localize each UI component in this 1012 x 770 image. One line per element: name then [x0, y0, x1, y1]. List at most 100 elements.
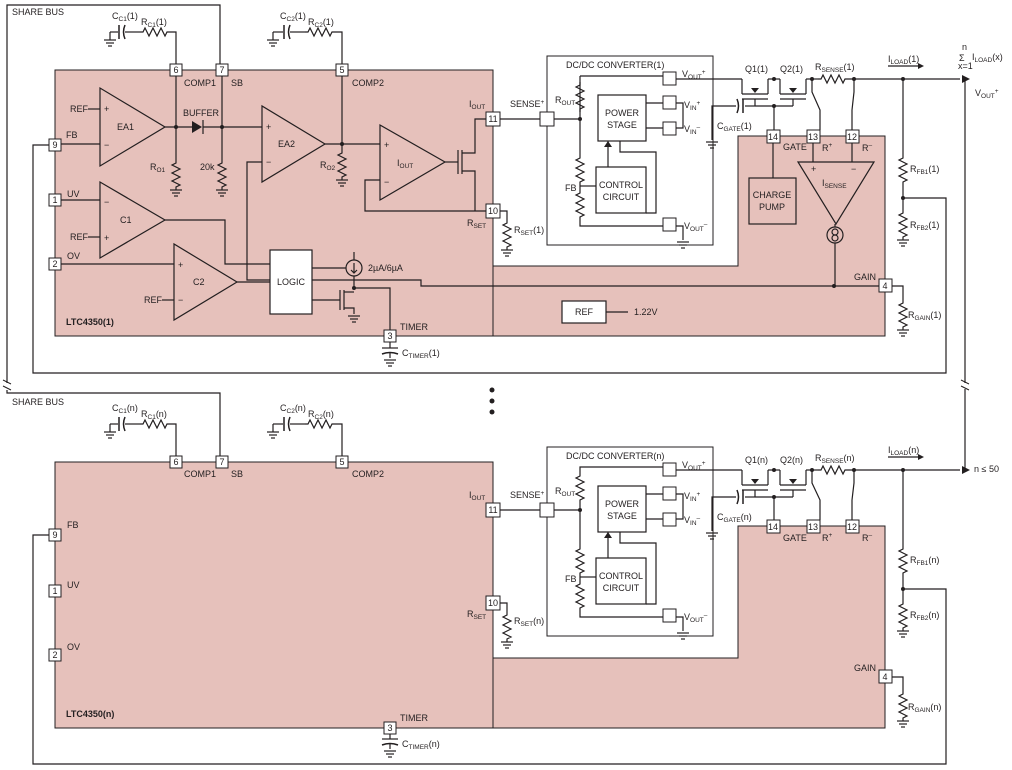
svg-text:SENSE+: SENSE+: [510, 99, 545, 109]
svg-text:SHARE BUS: SHARE BUS: [12, 397, 64, 407]
svg-text:LTC4350(1): LTC4350(1): [66, 317, 114, 327]
cc1-capacitor-bottom: [118, 416, 126, 432]
stage-bottom: SHARE BUS CC1(n) RC1(n) CC2(n) RC2(n) 6 …: [6, 389, 999, 765]
c2-comparator: [173, 242, 239, 322]
svg-text:REF: REF: [144, 295, 163, 305]
svg-text:9: 9: [52, 530, 57, 540]
svg-text:6: 6: [173, 65, 178, 75]
svg-text:FB: FB: [565, 183, 577, 193]
svg-text:1.22V: 1.22V: [634, 307, 658, 317]
svg-text:COMP1: COMP1: [184, 469, 216, 479]
svg-text:Q1(1): Q1(1): [745, 64, 768, 74]
svg-text:VOUT–: VOUT–: [684, 221, 708, 233]
svg-text:+: +: [811, 164, 816, 174]
svg-text:11: 11: [488, 505, 497, 515]
svg-text:CIRCUIT: CIRCUIT: [603, 192, 640, 202]
svg-text:CC2(n): CC2(n): [280, 403, 306, 415]
svg-text:BUFFER: BUFFER: [183, 108, 220, 118]
rc2-resistor: [304, 27, 336, 37]
svg-text:GAIN: GAIN: [854, 272, 876, 282]
svg-text:10: 10: [488, 598, 498, 608]
svg-text:Σ: Σ: [959, 53, 965, 63]
svg-text:POWER: POWER: [605, 499, 640, 509]
svg-text:n ≤ 50: n ≤ 50: [974, 464, 999, 474]
share-bus-label: SHARE BUS: [12, 7, 64, 17]
svg-text:CTIMER(n): CTIMER(n): [402, 739, 440, 751]
svg-text:+: +: [104, 233, 109, 243]
rc2-resistor-bottom: [304, 419, 336, 429]
svg-text:7: 7: [219, 457, 224, 467]
svg-text:FB: FB: [67, 520, 79, 530]
svg-text:RO1: RO1: [150, 162, 166, 174]
rfb2-resistor-top: [898, 209, 908, 241]
svg-text:IOUT: IOUT: [397, 158, 413, 170]
dcdc-converter-bottom: [546, 446, 714, 637]
svg-text:5: 5: [339, 457, 344, 467]
svg-text:POWER: POWER: [605, 108, 640, 118]
svg-text:UV: UV: [67, 189, 80, 199]
svg-text:CTIMER(1): CTIMER(1): [402, 348, 440, 360]
svg-text:5: 5: [339, 65, 344, 75]
svg-text:CGATE(1): CGATE(1): [717, 121, 752, 133]
svg-text:2µA/6µA: 2µA/6µA: [368, 263, 403, 273]
svg-text:−: −: [266, 157, 271, 167]
svg-text:ISENSE: ISENSE: [822, 178, 847, 190]
rset-resistor-bottom: [502, 611, 512, 643]
svg-text:1: 1: [52, 195, 57, 205]
svg-text:C1: C1: [120, 215, 132, 225]
svg-text:VOUT+: VOUT+: [975, 88, 999, 100]
svg-text:10: 10: [488, 206, 498, 216]
svg-text:VIN–: VIN–: [684, 515, 701, 527]
cc2-capacitor: [283, 24, 291, 40]
pin-1-bottom: [48, 584, 62, 598]
svg-text:COMP2: COMP2: [352, 78, 384, 88]
rset-resistor-top: [502, 219, 512, 251]
cc2-capacitor-bottom: [283, 416, 291, 432]
svg-text:VOUT–: VOUT–: [684, 612, 708, 624]
svg-text:RC2(n): RC2(n): [308, 409, 334, 421]
svg-text:LOGIC: LOGIC: [277, 277, 306, 287]
control-circuit-top: [595, 166, 647, 214]
svg-text:20k: 20k: [200, 162, 215, 172]
svg-text:EA2: EA2: [278, 139, 295, 149]
ellipsis-dot: [489, 398, 495, 404]
svg-text:13: 13: [808, 522, 818, 532]
svg-text:+: +: [384, 140, 389, 150]
svg-text:ILOAD(1): ILOAD(1): [888, 54, 919, 66]
isense-amplifier: [796, 161, 876, 226]
svg-text:Q2(1): Q2(1): [780, 64, 803, 74]
charge-pump-top: [748, 177, 797, 225]
svg-text:PUMP: PUMP: [759, 202, 785, 212]
svg-text:STAGE: STAGE: [607, 120, 637, 130]
chip-body-bottom: [54, 461, 494, 729]
svg-text:IOUT: IOUT: [469, 99, 485, 111]
svg-text:TIMER: TIMER: [400, 713, 428, 723]
pin-5-bottom: [335, 455, 349, 469]
svg-text:SB: SB: [231, 469, 243, 479]
svg-text:COMP2: COMP2: [352, 469, 384, 479]
c1-comparator: [99, 180, 167, 260]
svg-text:RFB1(n): RFB1(n): [910, 555, 939, 567]
power-stage-bottom: [597, 485, 647, 533]
q1-mosfet-bottom: [741, 470, 769, 497]
svg-text:CGATE(n): CGATE(n): [717, 512, 752, 524]
ellipsis-dot: [489, 409, 495, 415]
svg-text:VIN+: VIN+: [684, 100, 701, 112]
svg-text:ROUT: ROUT: [555, 95, 575, 107]
svg-text:VOUT+: VOUT+: [682, 69, 706, 81]
svg-text:RFB2(n): RFB2(n): [910, 610, 939, 622]
svg-text:RGAIN(n): RGAIN(n): [908, 702, 941, 714]
svg-text:3: 3: [387, 331, 392, 341]
rsense-resistor-top: [817, 74, 849, 84]
svg-text:RC2(1): RC2(1): [308, 17, 334, 29]
svg-text:VIN+: VIN+: [684, 491, 701, 503]
svg-text:EA1: EA1: [117, 122, 134, 132]
svg-text:RFB1(1): RFB1(1): [910, 164, 939, 176]
rc1-resistor-bottom: [139, 419, 171, 429]
svg-text:R–: R–: [862, 532, 873, 543]
svg-text:12: 12: [847, 132, 857, 142]
sense-plus-node-top: [539, 111, 555, 127]
cc1-capacitor: [103, 24, 140, 47]
buffer-diode: [192, 121, 202, 133]
